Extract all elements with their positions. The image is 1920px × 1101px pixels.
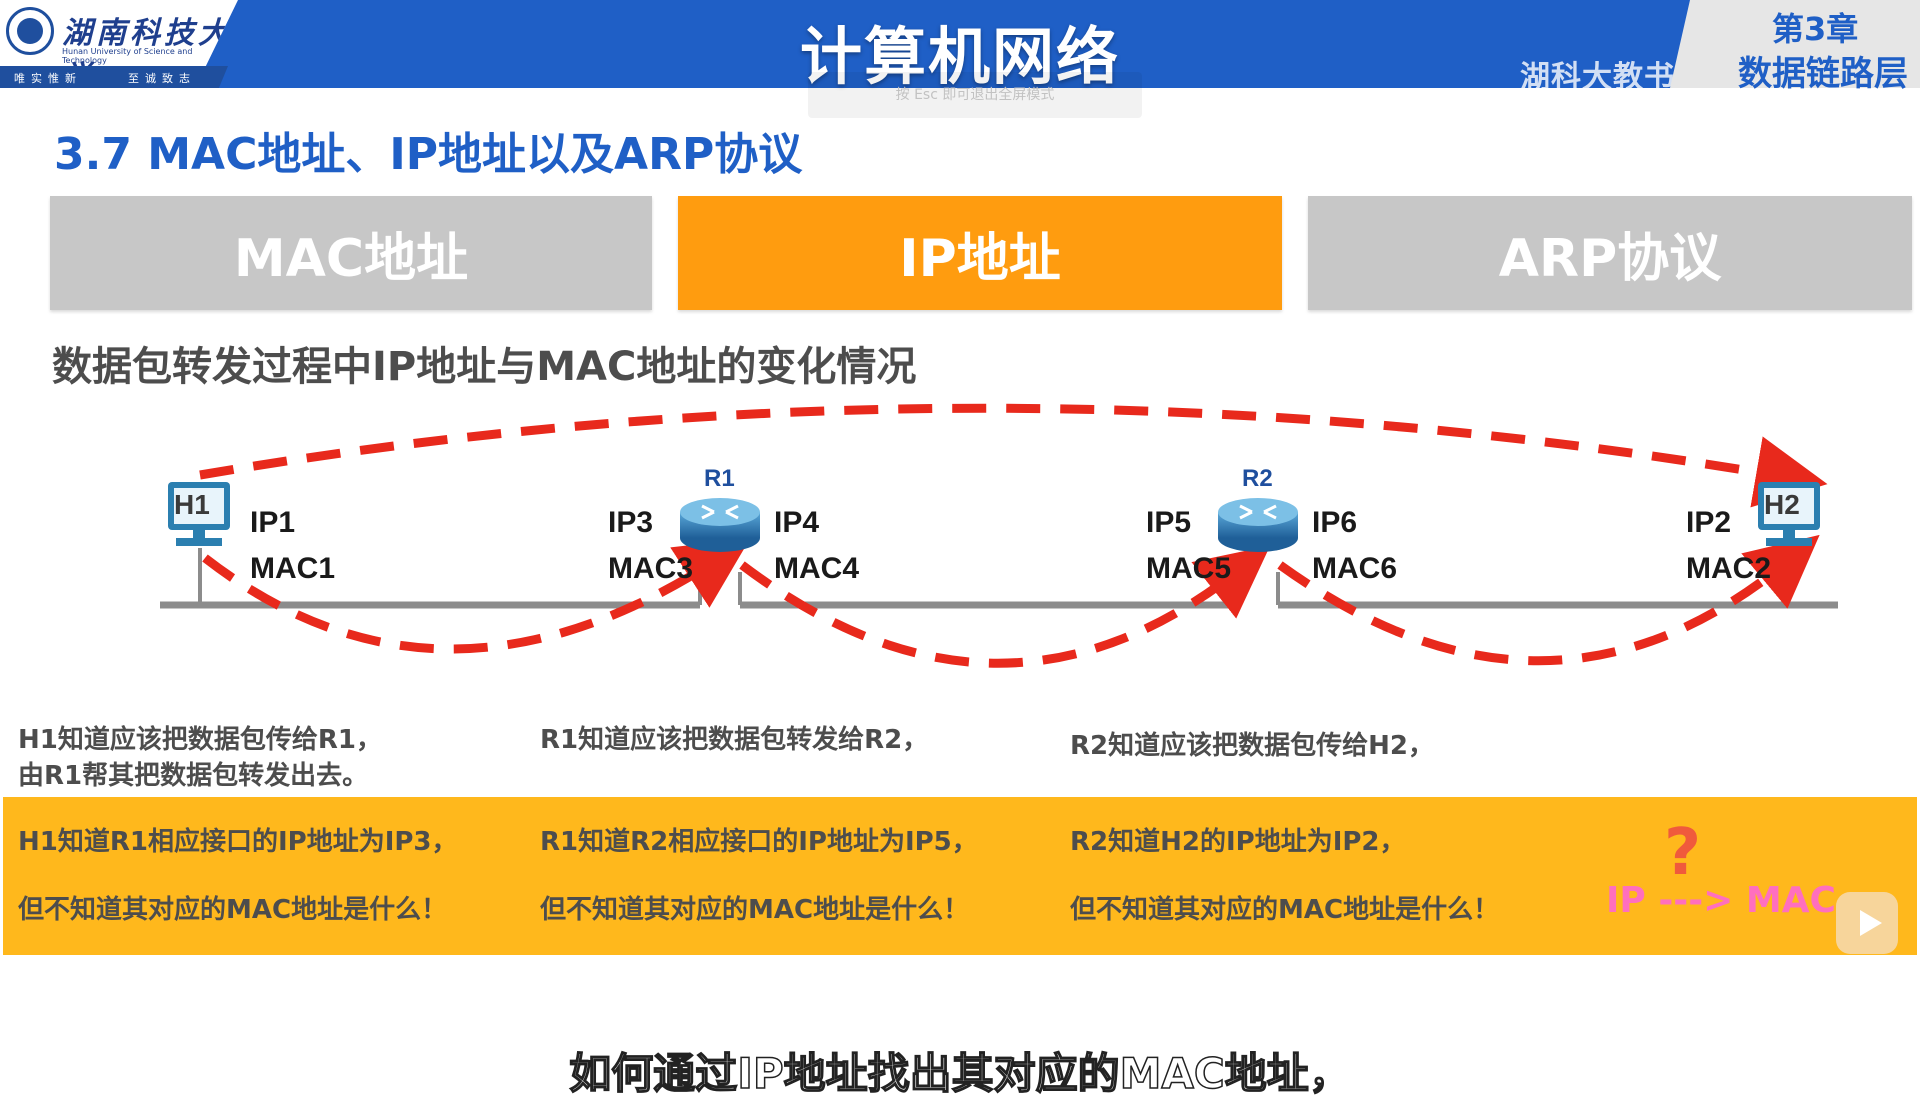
- explanation-r2-line1: R2知道应该把数据包传给H2，: [1070, 731, 1434, 761]
- ip-to-mac-mapping: IP ---> MAC: [1606, 880, 1836, 921]
- hop-arrow-r2-h2: [1277, 534, 1820, 666]
- chapter-name: 数据链路层: [1738, 54, 1908, 94]
- band-r1-line2: 但不知道其对应的MAC地址是什么！: [540, 895, 970, 925]
- university-logo-panel: 湖南科技大学 Hunan University of Science and T…: [0, 0, 238, 88]
- motto-right: 至诚致志: [128, 72, 196, 85]
- course-title: 计算机网络: [799, 20, 1120, 93]
- r2-right-mac-label: MAC6: [1312, 552, 1397, 585]
- h2-ip-label: IP2: [1686, 506, 1731, 539]
- section-title: 3.7 MAC地址、IP地址以及ARP协议: [54, 129, 803, 180]
- r1-left-ip-label: IP3: [608, 506, 653, 539]
- explanation-h1-line2: 由R1帮其把数据包转发出去。: [18, 761, 369, 791]
- tab-arp-protocol[interactable]: ARP协议: [1308, 196, 1912, 310]
- question-mark-icon: ?: [1664, 816, 1702, 890]
- h2-mac-label: MAC2: [1686, 552, 1771, 585]
- explanation-r2: R2知道应该把数据包传给H2，: [1070, 728, 1434, 764]
- r2-left-mac-label: MAC5: [1146, 552, 1231, 585]
- host-h1-icon[interactable]: [168, 482, 230, 546]
- explanation-h1-line1: H1知道应该把数据包传给R1，: [18, 725, 382, 755]
- tab-ip-address[interactable]: IP地址: [678, 196, 1282, 310]
- h1-mac-label: MAC1: [250, 552, 335, 585]
- h1-ip-label: IP1: [250, 506, 295, 539]
- end-to-end-arrow: [199, 403, 1828, 508]
- chapter-number: 第3章: [1772, 10, 1859, 48]
- r2-left-ip-label: IP5: [1146, 506, 1191, 539]
- host-h2-label: H2: [1764, 489, 1800, 520]
- motto-left: 唯实惟新: [14, 72, 82, 85]
- forwarding-arrows: [199, 403, 1828, 668]
- network-links: [160, 548, 1838, 609]
- explanation-h1: H1知道应该把数据包传给R1， 由R1帮其把数据包转发出去。: [18, 722, 382, 794]
- network-diagram: H1 H2 R1 R2 IP1 MAC1 IP3 MAC3 IP4 MAC4 I…: [160, 403, 1838, 668]
- r1-right-ip-label: IP4: [774, 506, 819, 539]
- host-h1-label: H1: [174, 489, 210, 520]
- band-r2-line1: R2知道H2的IP地址为IP2，: [1070, 827, 1406, 857]
- band-r2-line2: 但不知道其对应的MAC地址是什么！: [1070, 895, 1500, 925]
- router-r1-label: R1: [704, 465, 735, 492]
- band-h1-line2: 但不知道其对应的MAC地址是什么！: [18, 895, 448, 925]
- header-bar: 湖南科技大学 Hunan University of Science and T…: [0, 0, 1920, 95]
- r2-right-ip-label: IP6: [1312, 506, 1357, 539]
- university-english-name: Hunan University of Science and Technolo…: [62, 47, 193, 65]
- band-h1-line1: H1知道R1相应接口的IP地址为IP3，: [18, 827, 458, 857]
- band-r1-line1: R1知道R2相应接口的IP地址为IP5，: [540, 827, 978, 857]
- router-r2-label: R2: [1242, 465, 1273, 492]
- r1-left-mac-label: MAC3: [608, 552, 693, 585]
- explanation-r1: R1知道应该把数据包转发给R2，: [540, 722, 928, 758]
- chapter-box: [1670, 0, 1920, 88]
- video-caption: 如何通过IP地址找出其对应的MAC地址，: [568, 1048, 1351, 1099]
- highlight-band: H1知道R1相应接口的IP地址为IP3， 但不知道其对应的MAC地址是什么！ R…: [3, 797, 1917, 955]
- router-r2-icon[interactable]: [1218, 498, 1298, 552]
- play-button[interactable]: [1836, 892, 1898, 954]
- r1-right-mac-label: MAC4: [774, 552, 859, 585]
- hop-arrow-r1-r2: [739, 545, 1271, 668]
- university-motto: 唯实惟新 至诚致志: [0, 66, 228, 88]
- explanation-r1-line1: R1知道应该把数据包转发给R2，: [540, 725, 929, 755]
- hop-arrow-h1-r1: [202, 538, 751, 654]
- fullscreen-exit-hint: 按 Esc 即可退出全屏模式: [808, 72, 1142, 118]
- router-r1-icon[interactable]: [680, 498, 760, 552]
- university-emblem-icon: [6, 7, 54, 55]
- tab-mac-address[interactable]: MAC地址: [50, 196, 652, 310]
- slide-subtitle: 数据包转发过程中IP地址与MAC地址的变化情况: [52, 344, 917, 390]
- host-h2-icon[interactable]: [1758, 482, 1820, 546]
